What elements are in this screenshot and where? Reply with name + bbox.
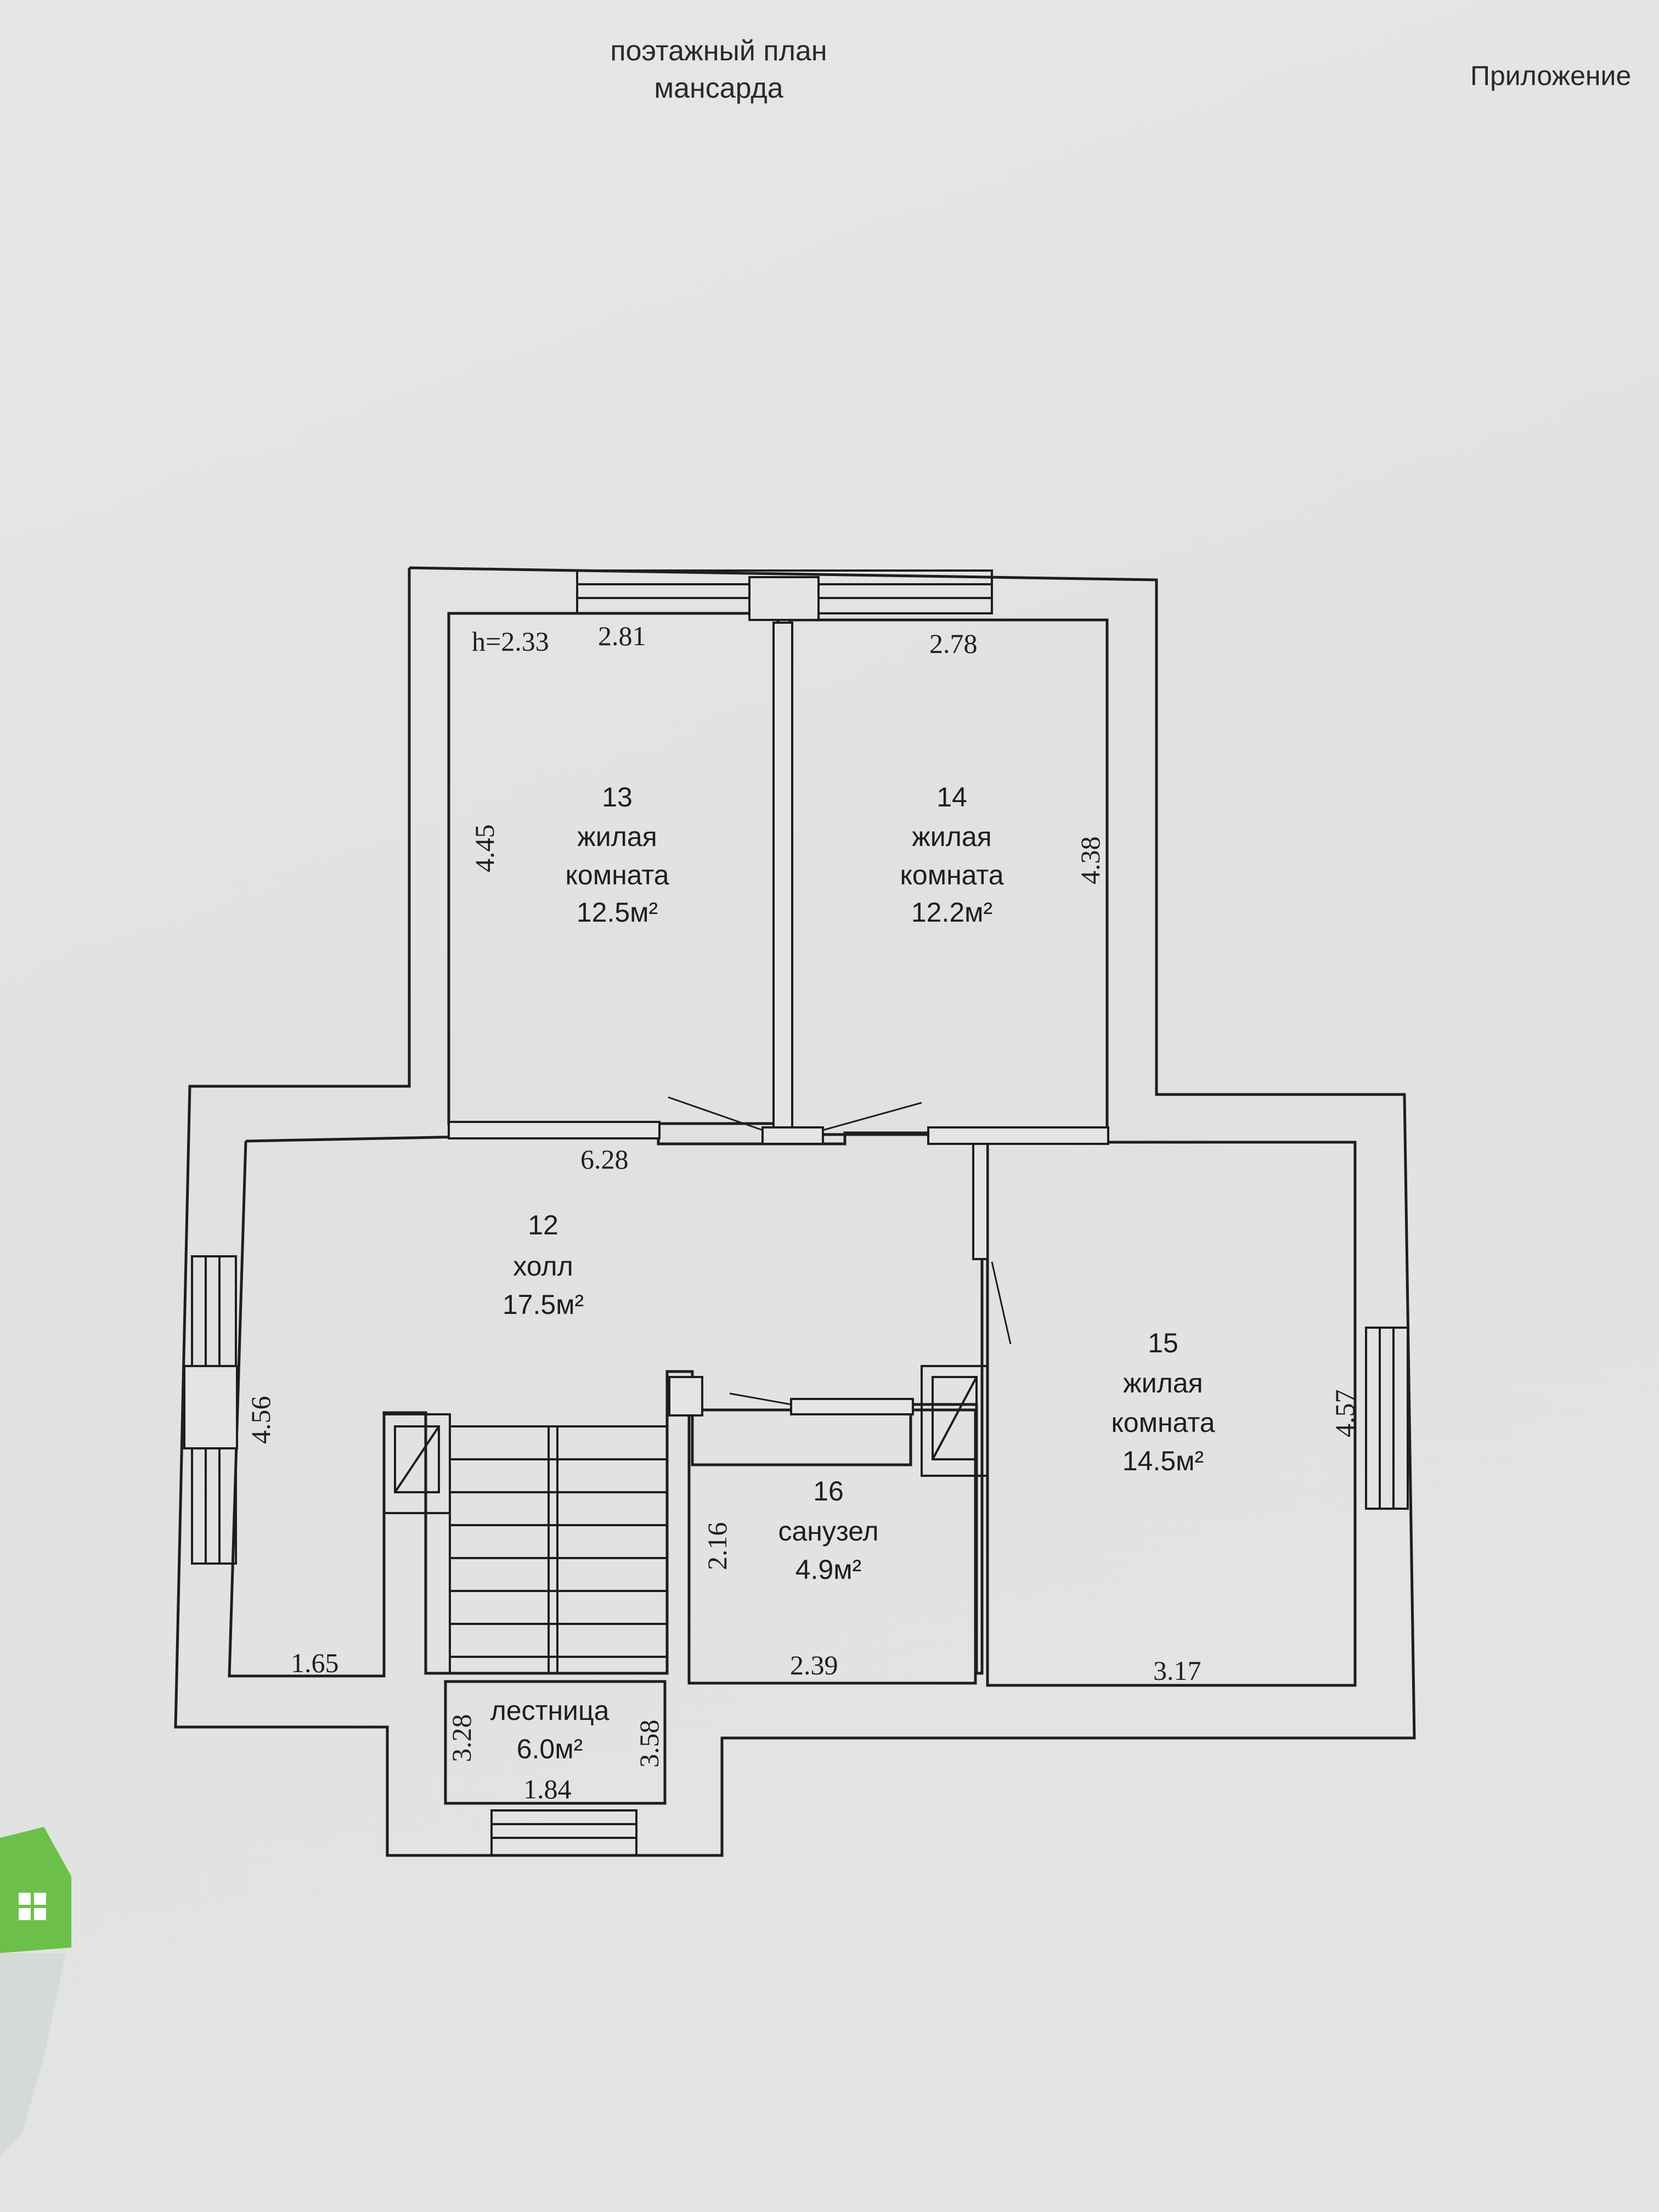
title-line-2: мансарда bbox=[654, 72, 783, 104]
room-13-name-1: жилая bbox=[577, 821, 657, 852]
stair-area: 6.0м² bbox=[517, 1734, 583, 1764]
room-12-name: холл bbox=[513, 1251, 573, 1282]
room-15-number: 15 bbox=[1148, 1328, 1178, 1358]
window-right bbox=[1365, 1327, 1409, 1510]
stair-name: лестница bbox=[490, 1695, 610, 1726]
dim-r14-width: 2.78 bbox=[929, 628, 978, 659]
dim-hall-height: 4.56 bbox=[245, 1396, 276, 1444]
room-14-number: 14 bbox=[936, 782, 967, 812]
watermark-logo bbox=[0, 1827, 71, 2156]
dim-bath-width: 2.39 bbox=[790, 1650, 838, 1680]
door-swing-14 bbox=[822, 1102, 922, 1131]
plan-title: поэтажный план мансарда bbox=[560, 33, 878, 107]
title-line-1: поэтажный план bbox=[610, 35, 827, 67]
dim-hall-width: 6.28 bbox=[580, 1144, 629, 1175]
partition-13-hall bbox=[448, 1121, 661, 1139]
dim-r14-height: 4.38 bbox=[1075, 837, 1105, 885]
appendix-label: Приложение bbox=[1470, 60, 1632, 91]
door-swing-16 bbox=[729, 1392, 792, 1406]
stair-outline bbox=[444, 1680, 667, 1805]
dim-r13-width: 2.81 bbox=[598, 620, 646, 651]
height-label: h=2.33 bbox=[472, 626, 549, 657]
window-top-mullion bbox=[748, 576, 820, 621]
partition-15-left bbox=[972, 1143, 989, 1260]
room-16-area: 4.9м² bbox=[795, 1554, 862, 1585]
room-14-name-2: комната bbox=[900, 860, 1003, 890]
outer-wall bbox=[174, 566, 1416, 1857]
dim-hall-bottom: 1.65 bbox=[291, 1647, 339, 1678]
dim-r15-height: 4.57 bbox=[1329, 1390, 1360, 1438]
partition-bath-left bbox=[668, 1376, 703, 1417]
hall-outline bbox=[228, 1131, 984, 1678]
room-13-number: 13 bbox=[602, 782, 633, 812]
window-left-mullion bbox=[183, 1365, 238, 1449]
dim-r15-width: 3.17 bbox=[1153, 1655, 1201, 1686]
room-15-name-2: комната bbox=[1111, 1407, 1215, 1438]
room-14-area: 12.2м² bbox=[911, 897, 992, 928]
partition-13-14 bbox=[772, 622, 793, 1128]
room-14-name-1: жилая bbox=[912, 821, 991, 852]
dim-r13-height: 4.45 bbox=[469, 825, 500, 873]
door-swing-15 bbox=[991, 1261, 1012, 1345]
dim-bath-height: 2.16 bbox=[702, 1522, 732, 1571]
room-16-number: 16 bbox=[813, 1476, 844, 1506]
partition-14-hall-left bbox=[761, 1126, 824, 1145]
window-bottom bbox=[490, 1809, 637, 1857]
dim-stair-left: 3.28 bbox=[446, 1714, 477, 1763]
room-13-name-2: комната bbox=[565, 860, 669, 890]
room-13-area: 12.5м² bbox=[577, 897, 658, 928]
partition-14-hall-right bbox=[927, 1126, 1109, 1145]
room-16-name: санузел bbox=[778, 1516, 878, 1547]
staircase bbox=[449, 1425, 668, 1674]
room-12-number: 12 bbox=[528, 1210, 558, 1240]
partition-bath-top bbox=[790, 1398, 914, 1415]
dim-stair-width: 1.84 bbox=[523, 1774, 572, 1804]
house-logo-icon bbox=[0, 1827, 71, 1953]
dim-stair-right: 3.58 bbox=[634, 1720, 664, 1768]
room-15-area: 14.5м² bbox=[1122, 1446, 1204, 1476]
room-15-name-1: жилая bbox=[1123, 1368, 1203, 1398]
room-12-area: 17.5м² bbox=[503, 1289, 584, 1320]
door-swing-13 bbox=[668, 1096, 763, 1131]
vent-shaft-bath bbox=[921, 1365, 989, 1477]
